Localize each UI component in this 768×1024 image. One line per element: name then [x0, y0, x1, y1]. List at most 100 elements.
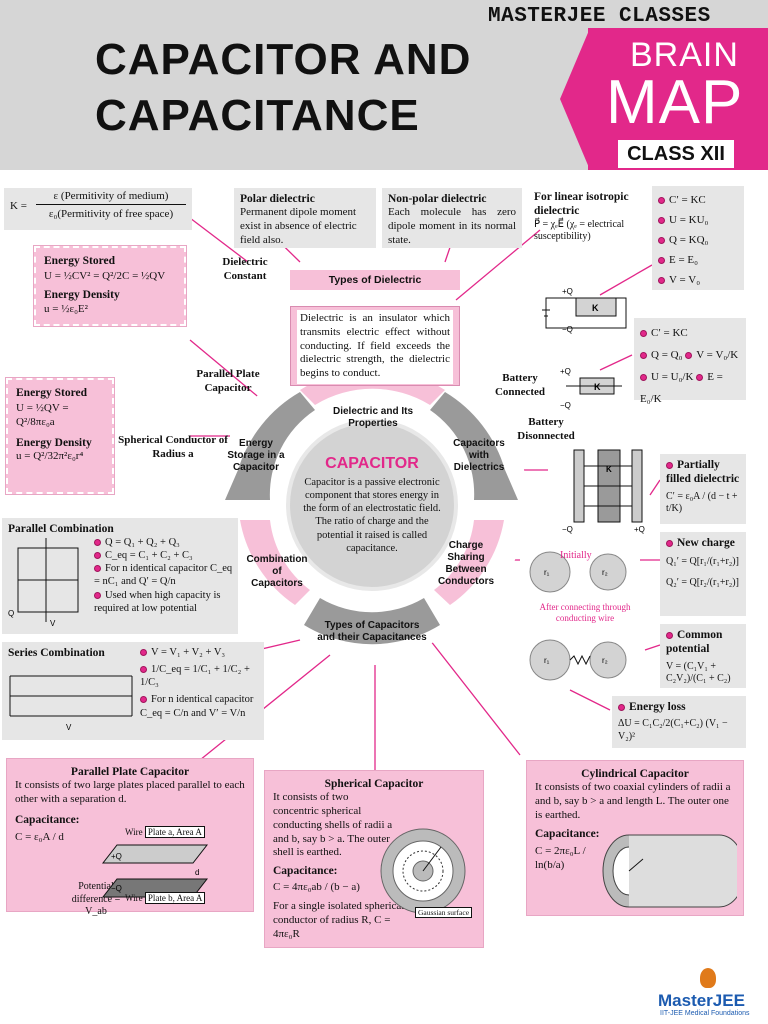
- ppc-formula: C = ε₀A / d: [15, 831, 64, 844]
- energy1-heading: Energy Stored: [44, 255, 116, 267]
- parallel-eq-2: C_eq = C₁ + C₂ + C₃: [105, 550, 193, 562]
- partially-filled-box: Partially filled dielectric C′ = ε₀A / (…: [660, 454, 746, 524]
- footer-tagline: IIT-JEE Medical Foundations: [660, 1010, 750, 1017]
- svg-text:V: V: [50, 619, 56, 626]
- dielectric-constant-label: Dielectric Constant: [222, 256, 268, 282]
- cyl-formula: C = 2πε₀L / ln(b/a): [535, 845, 586, 871]
- ppc-wire-top: Wire Plate a, Area A: [125, 826, 205, 838]
- dielectric-definition: Dielectric is an insulator which transmi…: [290, 306, 460, 386]
- sph-formula: C = 4πε₀ab / (b − a): [273, 880, 360, 893]
- svg-text:Q: Q: [8, 609, 14, 618]
- energy-stored-parallel-box: Energy Stored U = ½CV² = Q²/2C = ½QV Ene…: [33, 245, 187, 327]
- page-title: CAPACITOR AND CAPACITANCE: [95, 32, 565, 144]
- svg-text:r₂: r₂: [602, 568, 608, 577]
- new-charge-q1: Q₁′ = Q[r₁/(r₁+r₂)]: [666, 556, 739, 568]
- segment-energy-storage: Energy Storage in a Capacitor: [227, 438, 285, 473]
- k-eq-3: Q = KQ₀: [658, 230, 738, 250]
- series-eq-2: 1/C_eq = 1/C₁ + 1/C₂ + 1/C₃: [140, 664, 250, 689]
- center-capacitance: The ratio of charge and the potential it…: [315, 516, 429, 554]
- sph-title: Spherical Capacitor: [324, 778, 424, 790]
- energy-loss-box: Energy loss ΔU = C₁C₂/2(C₁+C₂) (V₁ − V₂)…: [612, 696, 746, 748]
- series-eq-list: V = V₁ + V₂ + V₃ 1/C_eq = 1/C₁ + 1/C₂ + …: [140, 646, 262, 720]
- footer-brand: MasterJEE: [658, 991, 745, 1010]
- sph-text: It consists of two concentric spherical …: [273, 791, 393, 859]
- partially-filled-capacitor-diagram: K −Q+Q: [562, 449, 645, 534]
- svg-text:+Q: +Q: [562, 287, 573, 296]
- center-text: Capacitor is a passive electronic compon…: [300, 476, 444, 555]
- partial-title: Partially filled dielectric: [666, 459, 740, 486]
- ppc-capacitance-label: Capacitance:: [15, 813, 80, 826]
- energy1-formula: U = ½CV² = Q²/2C = ½QV: [44, 270, 166, 283]
- energy-loss-formula: ΔU = C₁C₂/2(C₁+C₂) (V₁ − V₂)²: [618, 718, 728, 742]
- battery-disconnected-label: Battery Disonnected: [517, 416, 575, 442]
- isotropic-box: For linear isotropic dielectric P⃗ = χₑE…: [534, 190, 650, 254]
- isotropic-formula: P⃗ = χₑE⃗ (χₑ = electrical susceptibilit…: [534, 218, 625, 243]
- center-definition: Capacitor is a passive electronic compon…: [303, 477, 441, 515]
- parallel-plates-diagram: +Q −Q d: [101, 844, 209, 898]
- parallel-title: Parallel Combination: [8, 523, 114, 535]
- bc-eq-1: C′ = KC: [651, 327, 688, 339]
- k-effect-list: C′ = KC U = KU₀ Q = KQ₀ E = E₀ V = V₀: [652, 186, 744, 290]
- bc-eq-2: Q = Q₀: [651, 349, 683, 361]
- dielectric-definition-text: Dielectric is an insulator which transmi…: [297, 310, 453, 384]
- isotropic-title: For linear isotropic dielectric: [534, 191, 629, 218]
- series-eq-3: For n identical capacitor C_eq = C/n and…: [140, 694, 254, 719]
- dielectric-constant-formula: K = ε (Permitivity of medium) ε₀(Permiti…: [4, 188, 192, 230]
- parallel-combination-box: Parallel Combination Q V Q = Q₁ + Q₂ + Q₃…: [2, 518, 238, 634]
- new-charge-q2: Q₂′ = Q[r₂/(r₁+r₂)]: [666, 576, 739, 588]
- segment-capacitors-dielectrics: Capacitors with Dielectrics: [453, 438, 505, 473]
- nonpolar-title: Non-polar dielectric: [388, 193, 487, 205]
- cyl-text: It consists of two coaxial cylinders of …: [535, 781, 731, 821]
- ppc-plate-a: Plate a, Area A: [144, 826, 205, 838]
- badge-notch: [560, 28, 590, 170]
- svg-text:−Q: −Q: [562, 525, 573, 534]
- ppc-plate-b: Plate b, Area A: [144, 892, 206, 904]
- capacitor-circuit-icon: K +Q−Q: [542, 287, 627, 334]
- after-connecting-label: After connecting through conducting wire: [539, 602, 631, 624]
- svg-text:K: K: [592, 303, 599, 313]
- svg-text:r₂: r₂: [602, 656, 608, 665]
- svg-text:−Q: −Q: [560, 401, 571, 410]
- sph-capacitance-label: Capacitance:: [273, 865, 338, 878]
- cylindrical-capacitor-box: Cylindrical Capacitor It consists of two…: [526, 760, 744, 916]
- bc-eq-4: U = U₀/K: [651, 371, 694, 383]
- svg-text:+Q: +Q: [560, 367, 571, 376]
- svg-text:+Q: +Q: [111, 852, 122, 861]
- title-line-2: CAPACITANCE: [95, 91, 420, 140]
- k-eq-2: U = KU₀: [658, 210, 738, 230]
- k-lhs: K =: [10, 200, 27, 212]
- types-of-dielectric: Types of Dielectric: [290, 270, 460, 290]
- logo-icon: [700, 968, 716, 988]
- k-eq-1: C′ = KC: [658, 190, 738, 210]
- svg-text:−Q: −Q: [111, 884, 122, 893]
- parallel-eq-1: Q = Q₁ + Q₂ + Q₃: [105, 537, 180, 548]
- title-line-1: CAPACITOR AND: [95, 35, 472, 84]
- energy-stored-spherical-box: Energy Stored U = ½QV = Q²/8πε₀a Energy …: [5, 377, 115, 495]
- new-charge-title: New charge: [677, 537, 735, 549]
- svg-text:r₁: r₁: [544, 568, 550, 577]
- disconnected-circuit-icon: K +Q−Q: [560, 367, 622, 410]
- series-title: Series Combination: [8, 647, 105, 659]
- common-potential-title: Common potential: [666, 629, 723, 656]
- sph-extra: For a single isolated spherical conducto…: [273, 900, 405, 940]
- energy2-heading: Energy Stored: [16, 387, 88, 399]
- polar-dielectric-box: Polar dielectric Permanent dipole moment…: [234, 188, 376, 248]
- ppc-title: Parallel Plate Capacitor: [70, 766, 190, 778]
- cylindrical-diagram: [602, 834, 737, 908]
- initially-label: Initially: [560, 550, 592, 561]
- k-eq-5: V = V₀: [658, 270, 738, 290]
- spherical-diagram: [380, 828, 466, 914]
- svg-text:d: d: [195, 868, 199, 877]
- parallel-eq-4: Used when high capacity is required at l…: [94, 589, 221, 614]
- badge-brain: BRAIN: [630, 36, 739, 74]
- segment-charge-sharing: Charge Sharing Between Conductors: [437, 540, 495, 587]
- energy2-density-heading: Energy Density: [16, 436, 92, 449]
- polar-title: Polar dielectric: [240, 193, 315, 205]
- energy2-formula: U = ½QV = Q²/8πε₀a: [16, 402, 69, 429]
- spherical-conductor-label: Spherical Conductor of Radius a: [118, 434, 228, 460]
- battery-connected-eqs: C′ = KC Q = Q₀ V = V₀/K U = U₀/K E = E₀/…: [634, 318, 746, 405]
- ppc-potential: Potential difference = V_ab: [71, 881, 121, 917]
- ppc-text: It consists of two large plates placed p…: [15, 779, 245, 806]
